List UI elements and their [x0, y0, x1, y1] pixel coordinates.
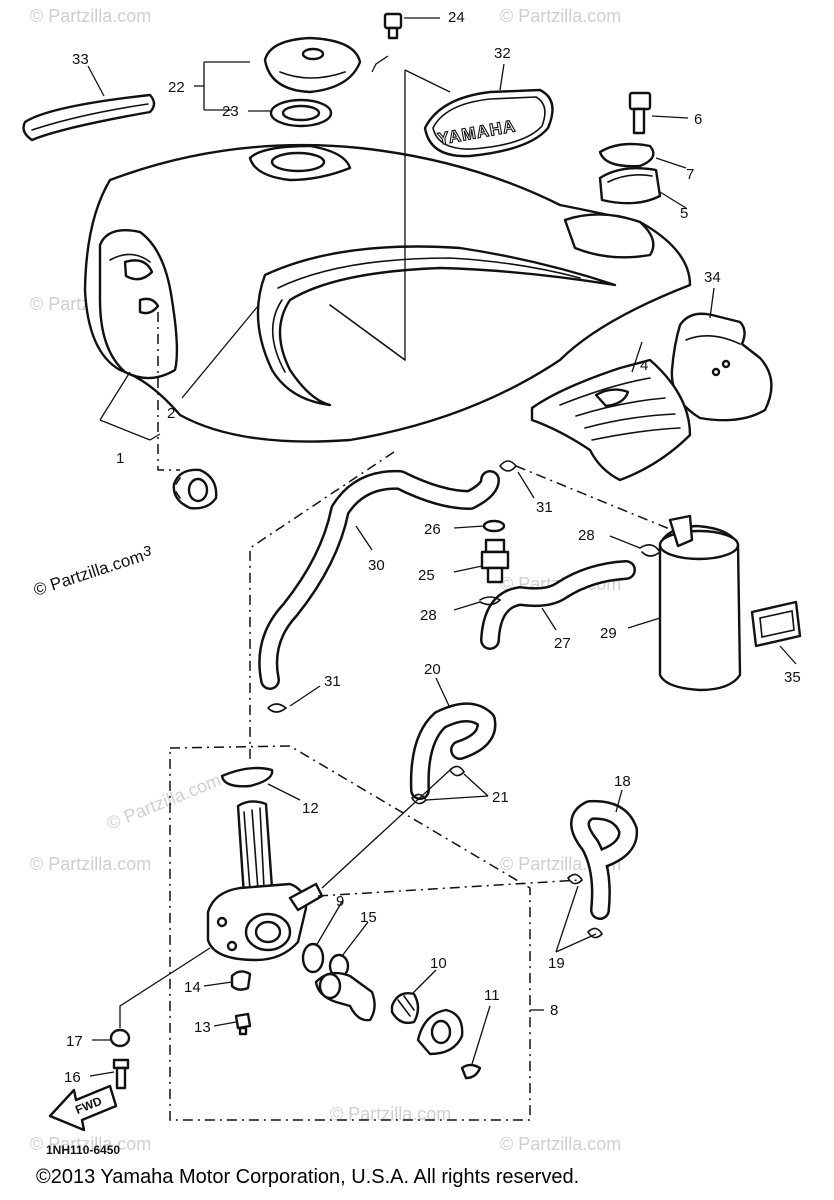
part-6-bolt: [628, 91, 652, 135]
part-13-screw: [234, 1012, 252, 1036]
part-35-strap: [750, 600, 802, 648]
copyright-notice: ©2013 Yamaha Motor Corporation, U.S.A. A…: [36, 1166, 580, 1188]
fuel-cock-body: [206, 800, 324, 962]
callout-10: 10: [430, 955, 447, 972]
callout-14: 14: [184, 979, 201, 996]
fuel-cock-lever: [314, 971, 376, 1022]
watermark: © Partzilla.com: [104, 770, 224, 834]
callout-11: 11: [484, 987, 500, 1004]
watermark-main: © Partzilla.com: [31, 546, 146, 599]
part-28-clamp-upper: [639, 544, 662, 557]
part-12-gasket: [220, 766, 274, 788]
part-27-hose: [480, 560, 636, 650]
callout-numbers: 1 2 3 4 5 6 7 8 9 10 11 12 13 14 15 16 1…: [64, 9, 801, 1086]
callout-27: 27: [554, 635, 571, 652]
callout-24: 24: [448, 9, 465, 26]
callout-23: 23: [222, 103, 239, 120]
watermark: © Partzilla.com: [30, 854, 151, 874]
callout-15: 15: [360, 909, 377, 926]
watermark: © Partzilla.com: [330, 1104, 451, 1124]
callout-28: 28: [420, 607, 437, 624]
fuel-cock-cover-plate: [416, 1008, 464, 1056]
forward-arrow: FWD: [48, 1084, 118, 1132]
callout-22: 22: [168, 79, 185, 96]
watermark: © Partzilla.com: [30, 1134, 151, 1154]
callout-35: 35: [784, 669, 801, 686]
callout-13: 13: [194, 1019, 211, 1036]
part-4-heat-shield: [530, 358, 692, 482]
callout-25: 25: [418, 567, 435, 584]
callout-5: 5: [680, 205, 688, 222]
part-28-clamp: [479, 596, 502, 606]
part-23-cap-gasket: [269, 98, 333, 128]
part-31-clamp-lower: [267, 703, 288, 713]
part-32-yamaha-emblem: YAMAHA: [423, 88, 554, 158]
callout-32: 32: [494, 45, 511, 62]
drawing-code: 1NH110-6450: [46, 1143, 120, 1157]
callout-31: 31: [536, 499, 553, 516]
part-31-clamp-upper: [499, 460, 518, 472]
part-33-strip: [22, 93, 156, 142]
callout-3: 3: [143, 543, 151, 560]
watermark: © Partzilla.com: [30, 6, 151, 26]
callout-1: 1: [116, 450, 124, 467]
callout-30: 30: [368, 557, 385, 574]
callout-2: 2: [167, 405, 175, 422]
part-9-seal: [301, 942, 325, 974]
watermark: © Partzilla.com: [500, 1134, 621, 1154]
callout-4: 4: [640, 357, 648, 374]
part-22-fuel-cap: [263, 36, 362, 94]
part-24-bolt: [383, 12, 403, 40]
callout-7: 7: [686, 166, 694, 183]
part-17-washer: [109, 1028, 131, 1048]
part-20-hose: [409, 702, 497, 800]
callout-17: 17: [66, 1033, 83, 1050]
callout-18: 18: [614, 773, 631, 790]
callout-12: 12: [302, 800, 319, 817]
part-11-screw: [460, 1005, 491, 1080]
part-5-damper: [598, 167, 662, 205]
leader-lines: [87, 17, 797, 1077]
callout-8: 8: [550, 1002, 558, 1019]
part-16-bolt: [112, 1058, 130, 1090]
callout-31: 31: [324, 673, 341, 690]
part-1-fuel-tank: [83, 69, 692, 443]
callout-19: 19: [548, 955, 565, 972]
callout-20: 20: [424, 661, 441, 678]
assembly-8-boundary: [169, 745, 531, 1121]
part-25-fitting: [480, 538, 510, 584]
callout-16: 16: [64, 1069, 81, 1086]
callout-34: 34: [704, 269, 721, 286]
part-18-hose: [570, 799, 639, 920]
part-3-grommet: [172, 468, 218, 510]
part-10-spring: [390, 992, 420, 1025]
callout-29: 29: [600, 625, 617, 642]
part-26-oring: [482, 519, 506, 533]
callout-9: 9: [336, 893, 344, 910]
part-30-hose: [258, 469, 500, 690]
part-29-canister: [658, 514, 742, 692]
callout-28: 28: [578, 527, 595, 544]
part-14-nut: [230, 970, 252, 991]
callout-6: 6: [694, 111, 702, 128]
watermark: © Partzilla.com: [500, 6, 621, 26]
callout-21: 21: [492, 789, 509, 806]
callout-26: 26: [424, 521, 441, 538]
part-34-bracket: [670, 312, 773, 422]
part-7-washer: [598, 142, 655, 168]
callout-33: 33: [72, 51, 89, 68]
